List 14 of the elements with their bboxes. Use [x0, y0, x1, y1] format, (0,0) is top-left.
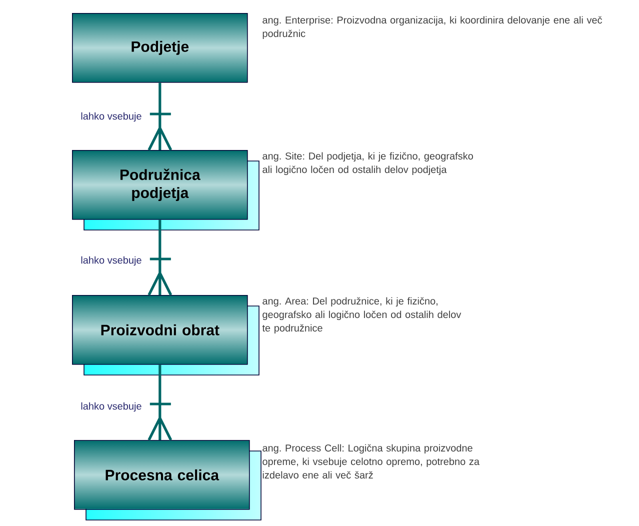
connector — [148, 364, 172, 442]
edge-label: lahko vsebuje — [81, 256, 142, 266]
entity-box: Podjetje — [72, 13, 248, 83]
edge-label: lahko vsebuje — [81, 402, 142, 412]
connector — [148, 218, 172, 296]
entity-box: Procesna celica — [74, 440, 262, 520]
edge-label: lahko vsebuje — [81, 112, 142, 122]
entity-box: Proizvodni obrat — [72, 295, 260, 376]
entity-box: Podružnica podjetja — [72, 150, 260, 230]
description-text: ang. Site: Del podjetja, ki je fizično, geografsko ali logično ločen od ostalih delov podjetja — [262, 152, 473, 176]
description-text: ang. Process Cell: Logična skupina proizvodne opreme, ki vsebuje celotno opremo, potrebno za izdelavo ene ali več šarž — [262, 444, 480, 479]
description-text: ang. Area: Del podružnice, ki je fizično, geografsko ali logično ločen od ostalih delov te podružnice — [262, 297, 462, 334]
description-text: ang. Enterprise: Proizvodna organizacija, ki koordinira delovanje ene ali več podružnic — [262, 16, 602, 40]
connector — [148, 82, 172, 152]
